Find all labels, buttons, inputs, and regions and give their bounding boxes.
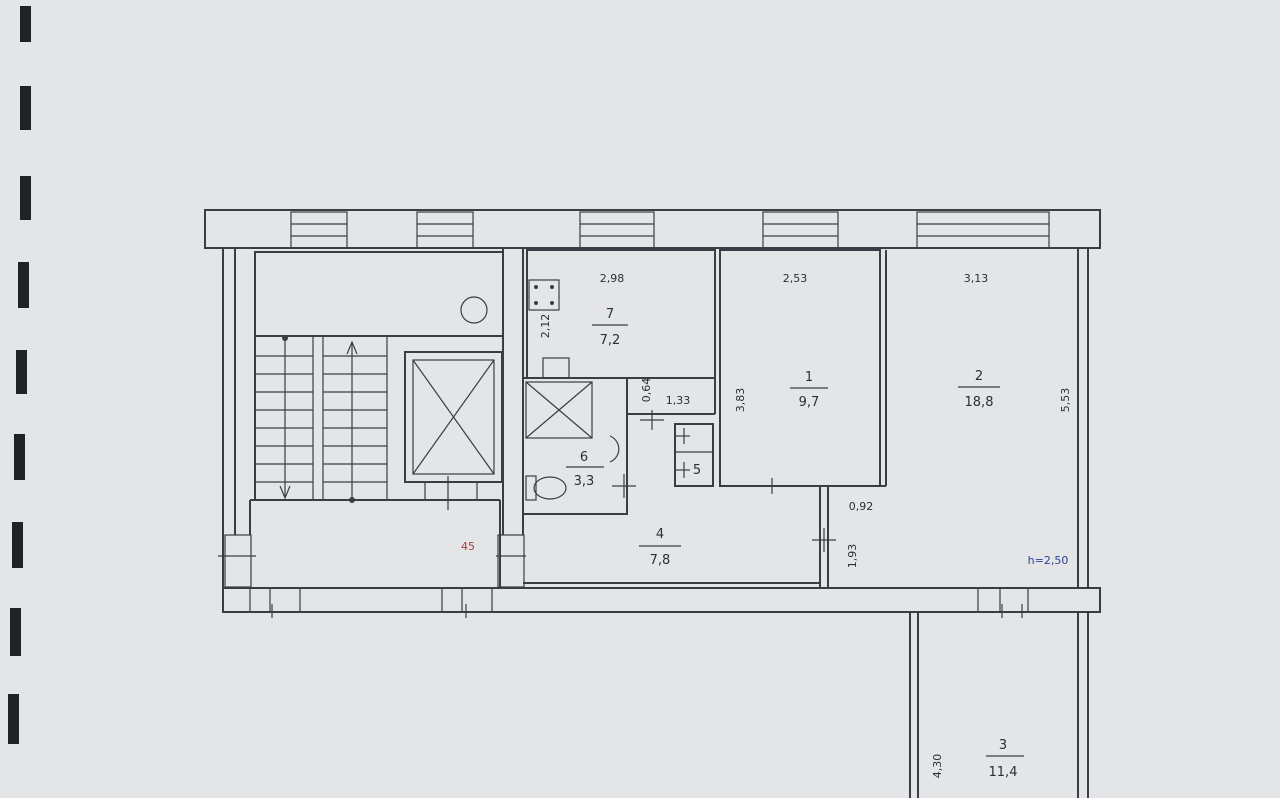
dim-1-33: 1,33: [666, 394, 691, 407]
room-3-area: 11,4: [989, 765, 1018, 780]
room-2-area: 18,8: [965, 395, 994, 410]
interior-walls: [218, 248, 1089, 798]
room-4-number: 4: [656, 527, 664, 542]
room-6-area: 3,3: [574, 474, 595, 489]
room-3-number: 3: [999, 738, 1007, 753]
fraction-lines: [566, 324, 1024, 757]
dim-room1-depth: 3,83: [734, 388, 747, 413]
stair-label: 45: [461, 540, 475, 553]
outer-walls: [204, 209, 1101, 613]
dim-0-64: 0,64: [640, 378, 653, 403]
room-7-number: 7: [606, 307, 614, 322]
room-4-area: 7,8: [650, 553, 671, 568]
dim-0-92: 0,92: [849, 500, 874, 513]
ceiling-height-label: h=2,50: [1028, 554, 1069, 567]
room-1-number: 1: [805, 370, 813, 385]
dim-room1-width: 2,53: [783, 272, 808, 285]
dim-room2-width: 3,13: [964, 272, 989, 285]
binder-marks: [8, 6, 31, 744]
room-5-number: 5: [693, 463, 701, 478]
dim-1-93: 1,93: [846, 544, 859, 569]
dim-room2-depth: 5,53: [1059, 388, 1072, 413]
dim-kitchen-width: 2,98: [600, 272, 625, 285]
room-2-number: 2: [975, 369, 983, 384]
room-6-number: 6: [580, 450, 588, 465]
dim-kitchen-depth: 2,12: [539, 314, 552, 339]
room-7-area: 7,2: [600, 333, 621, 348]
stairwell: [224, 251, 525, 588]
room-1-area: 9,7: [799, 395, 820, 410]
dim-4-30: 4,30: [931, 754, 944, 779]
